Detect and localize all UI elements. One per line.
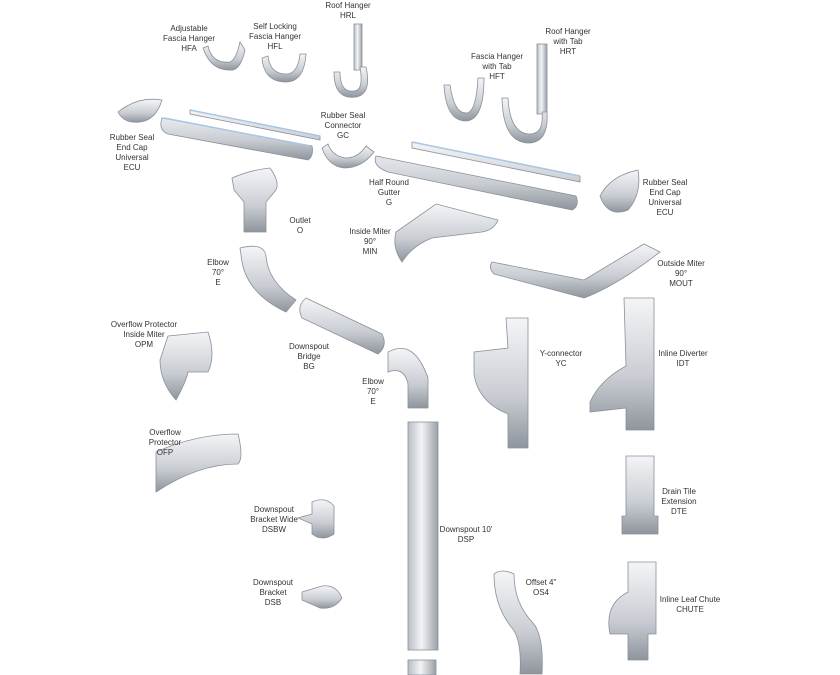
overflow-protector-inside-miter-shape	[159, 331, 213, 401]
gutter-connector-shape	[321, 143, 375, 169]
downspout-shape	[407, 421, 439, 651]
downspout-bracket-wide-shape	[296, 499, 335, 539]
drain-tile-extension-shape	[621, 455, 659, 535]
inside-miter-shape	[394, 203, 499, 263]
downspout-bottom-shape	[407, 659, 437, 675]
roof-hanger-hrl-shape	[333, 23, 369, 98]
roof-hanger-hrt-shape	[501, 43, 548, 144]
elbow-upper-shape	[239, 245, 297, 313]
y-connector-shape	[473, 317, 529, 449]
half-round-gutter-left-shape	[160, 109, 321, 161]
label-downspout: Downspout 10'DSP	[439, 525, 493, 544]
end-cap-right-shape	[599, 169, 640, 213]
downspout-bridge-shape	[299, 297, 385, 355]
fascia-hanger-hft-shape	[443, 77, 485, 122]
fascia-hanger-hfl-shape	[261, 53, 307, 83]
elbow-lower-shape	[387, 347, 429, 409]
outlet-shape	[231, 167, 278, 233]
label-offset: Offset 4"OS4	[525, 578, 557, 597]
downspout-bracket-shape	[301, 585, 343, 609]
inline-leaf-chute-shape	[608, 561, 657, 661]
offset-shape	[493, 570, 543, 675]
end-cap-left-shape	[117, 98, 163, 123]
fascia-hanger-hfa-shape	[202, 40, 246, 71]
overflow-protector-shape	[155, 433, 242, 493]
outside-miter-shape	[490, 243, 661, 299]
inline-diverter-shape	[589, 297, 655, 431]
